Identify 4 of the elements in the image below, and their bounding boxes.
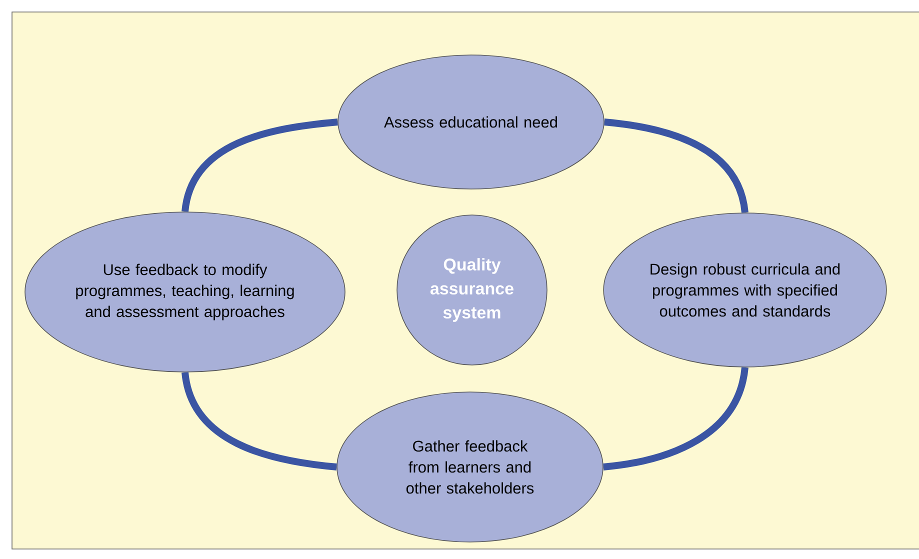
connector-arc bbox=[603, 366, 748, 470]
connector-arc bbox=[604, 118, 748, 214]
connector-arc bbox=[182, 372, 337, 470]
connector-arc bbox=[182, 118, 338, 212]
